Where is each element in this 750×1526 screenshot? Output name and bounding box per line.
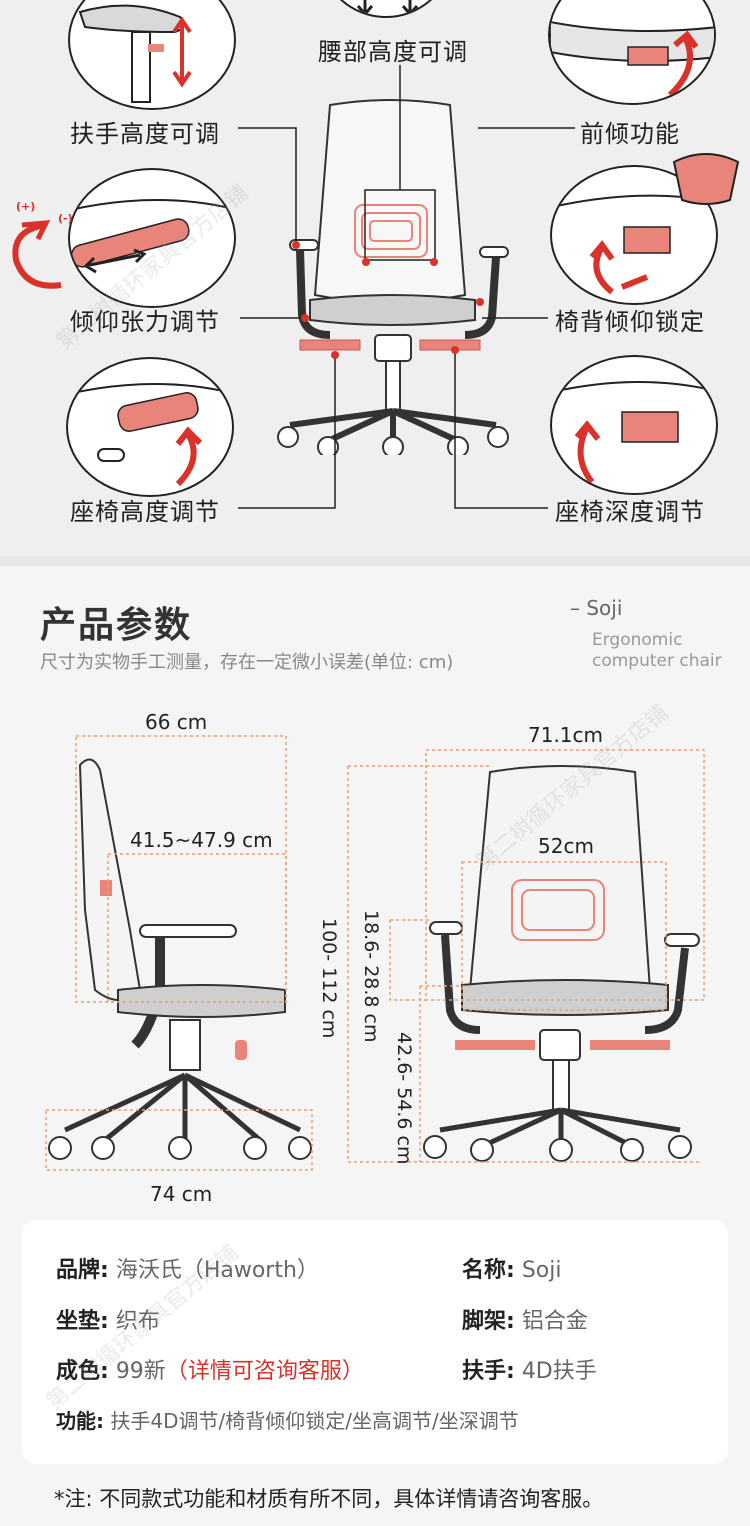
brand-tag: – Soji	[570, 596, 623, 620]
spec-base: 脚架: 铝合金	[462, 1309, 588, 1334]
brand-desc-1: Ergonomic	[592, 630, 683, 650]
dimension-drawing	[45, 735, 705, 1171]
spec-armrest: 扶手: 4D扶手	[462, 1359, 597, 1384]
seat-depth-label: 座椅深度调节	[555, 498, 705, 526]
seat-height-detail-circle	[66, 357, 234, 497]
params-subtitle: 尺寸为实物手工测量，存在一定微小误差(单位: cm)	[40, 652, 454, 673]
front-mechanism-right	[590, 1040, 670, 1050]
footnote: *注: 不同款式功能和材质有所不同，具体详情请咨询客服。	[54, 1487, 604, 1511]
rotate-arrow-icon	[12, 220, 62, 289]
dim-seat-width: 52cm	[538, 834, 594, 858]
lumbar-support	[354, 204, 428, 258]
chair-front-illustration	[277, 99, 509, 455]
tilt-tension-detail-circle	[68, 168, 236, 308]
callout-lines	[238, 65, 575, 509]
side-lumbar	[100, 880, 112, 896]
condition-note: （详情可咨询客服）	[165, 1359, 364, 1384]
lever-icon	[550, 20, 714, 98]
plus-marker: (+)	[16, 200, 36, 213]
front-mechanism-left	[455, 1040, 535, 1050]
knob-icon	[70, 199, 234, 274]
spec-brand: 品牌: 海沃氏（Haworth）	[56, 1258, 319, 1283]
dim-front-width: 71.1cm	[528, 723, 604, 747]
lever-zoom-icon	[672, 153, 740, 205]
dim-side-depth: 66 cm	[145, 710, 208, 734]
front-lumbar	[511, 879, 605, 941]
dim-base-width: 74 cm	[150, 1182, 213, 1206]
spec-card	[22, 1220, 728, 1464]
armrest-height-label: 扶手高度可调	[70, 120, 220, 148]
height-lever-icon	[68, 383, 232, 487]
dim-armrest-height: 18.6- 28.8 cm	[360, 910, 382, 1043]
armrest-icon	[78, 4, 192, 103]
spec-function: 功能: 扶手4D调节/椅背倾仰锁定/坐高调节/坐深调节	[56, 1409, 519, 1433]
tilt-tension-label: 倾仰张力调节	[70, 308, 220, 336]
depth-lever-icon	[552, 381, 716, 484]
seat-depth-detail-circle	[550, 355, 718, 495]
section-divider	[0, 556, 750, 566]
spec-name: 名称: Soji	[462, 1258, 562, 1283]
params-title: 产品参数	[40, 605, 193, 646]
forward-tilt-label: 前倾功能	[580, 120, 680, 148]
armrest-detail-circle	[68, 0, 236, 110]
brand-desc-2: computer chair	[592, 651, 722, 671]
dim-seat-depth: 41.5~47.9 cm	[130, 828, 273, 852]
back-lock-label: 椅背倾仰锁定	[555, 308, 705, 336]
chair-front-small-illustration	[423, 765, 700, 1162]
feature-section: (+) (-) 腰部高度可调 扶手高度可调 前倾功能 倾仰张力调节 椅背	[0, 0, 750, 556]
dimension-lines	[45, 735, 705, 1171]
back-lock-detail-circle	[550, 165, 718, 305]
dim-seat-height: 42.6- 54.6 cm	[393, 1032, 415, 1165]
chair-side-illustration	[48, 758, 312, 1160]
side-knob	[235, 1040, 247, 1060]
spec-condition: 成色: 99新（详情可咨询客服）	[56, 1359, 364, 1384]
dim-total-height: 100- 112 cm	[318, 918, 340, 1039]
seat-height-label: 座椅高度调节	[70, 498, 220, 526]
minus-marker: (-)	[58, 212, 73, 225]
lumbar-label: 腰部高度可调	[318, 38, 468, 66]
spec-cushion: 坐垫: 织布	[56, 1309, 160, 1334]
